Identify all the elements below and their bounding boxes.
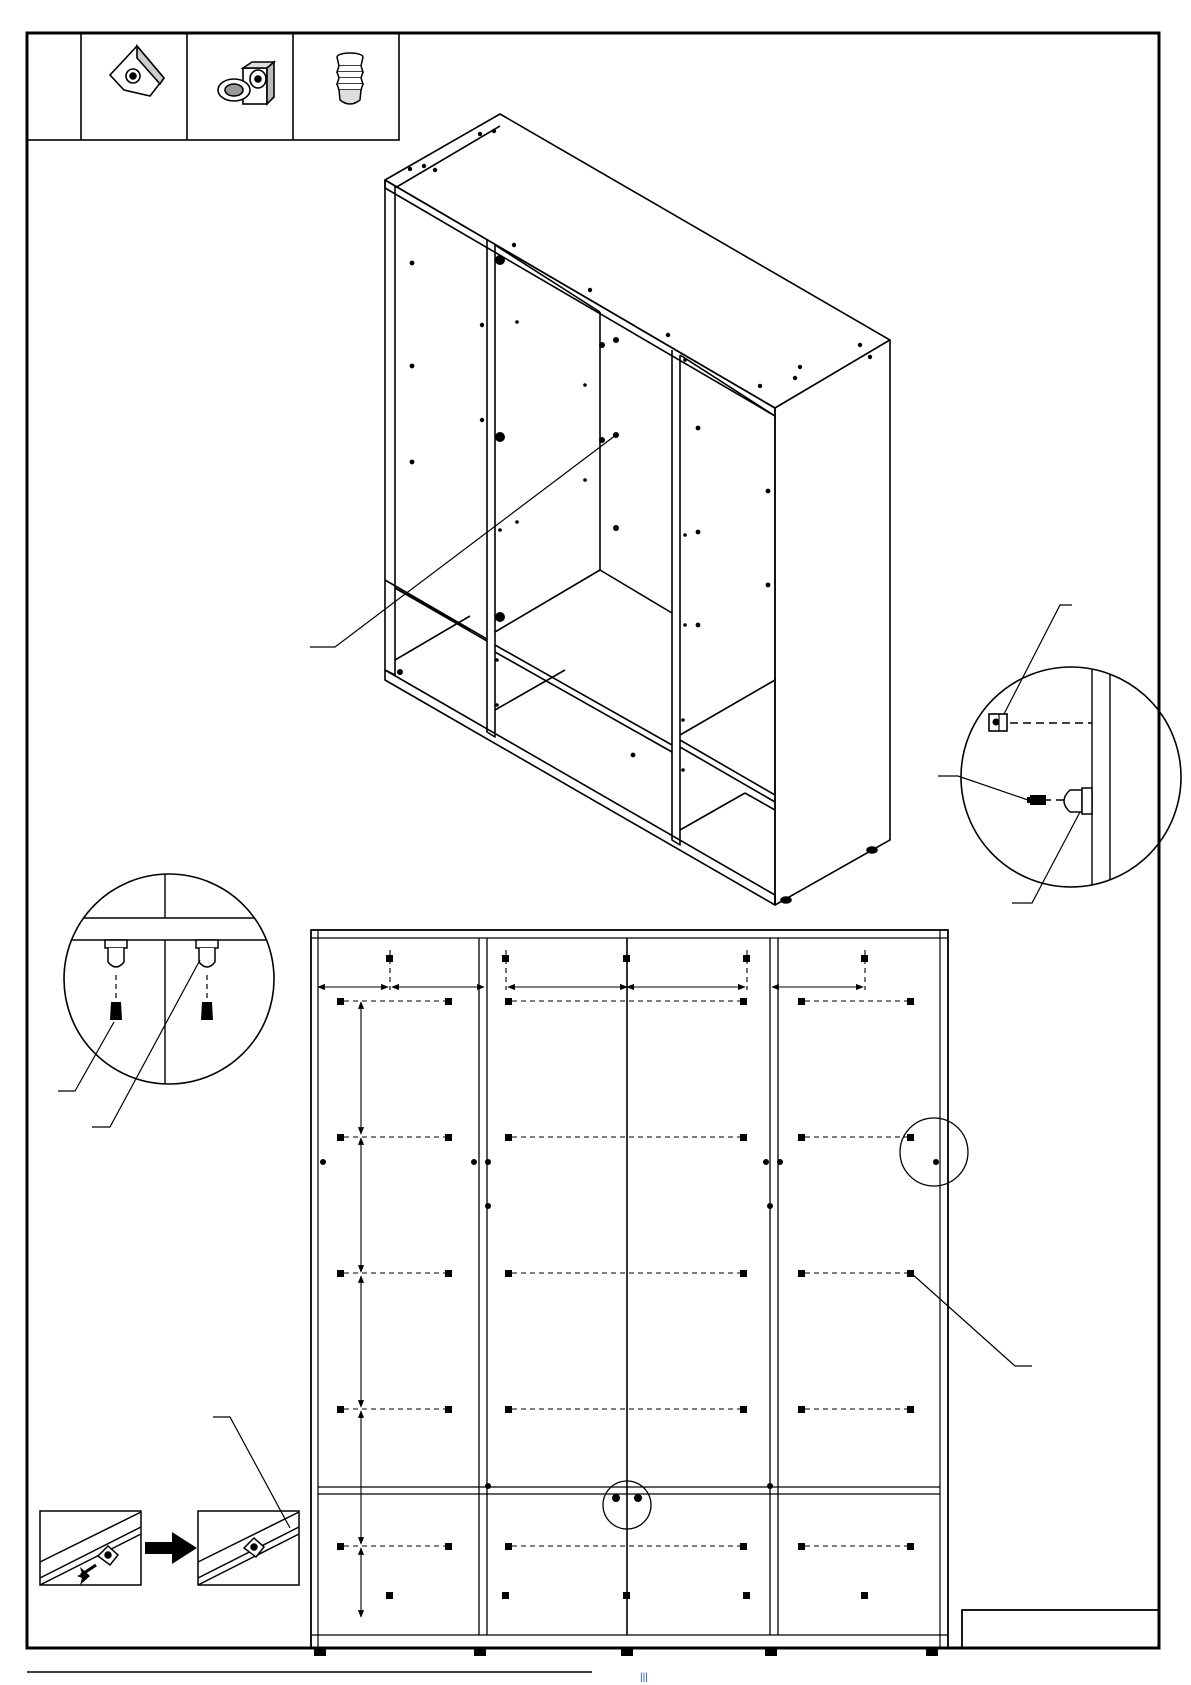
- cam-lock-icon: [1064, 788, 1092, 814]
- detail-callout-circle: [900, 1118, 968, 1186]
- cam-lock-icon: [196, 940, 218, 967]
- dowel-insert-detail-circle: [58, 870, 280, 1127]
- isometric-wardrobe-view: [310, 114, 890, 905]
- bracket-insertion-step-before: [40, 1511, 141, 1585]
- dowel-icon: [1027, 795, 1046, 805]
- bracket-insertion-step-after: [198, 1417, 299, 1585]
- corner-bracket-icon: [98, 1546, 118, 1565]
- corner-bracket-icon: [110, 46, 164, 96]
- footer-link-text: |||: [640, 1672, 648, 1683]
- dowel-icon: [110, 1002, 213, 1020]
- corner-bracket-icon: [244, 1538, 264, 1557]
- cam-lock-icon: [218, 62, 274, 104]
- dowel-icon: [337, 53, 363, 104]
- front-elevation-view: [311, 930, 1032, 1656]
- next-step-arrow-icon: [145, 1532, 197, 1564]
- cam-lock-icon: [105, 940, 127, 967]
- cam-lock-detail-circle: [938, 605, 1181, 903]
- page-number-box: [962, 1610, 1159, 1648]
